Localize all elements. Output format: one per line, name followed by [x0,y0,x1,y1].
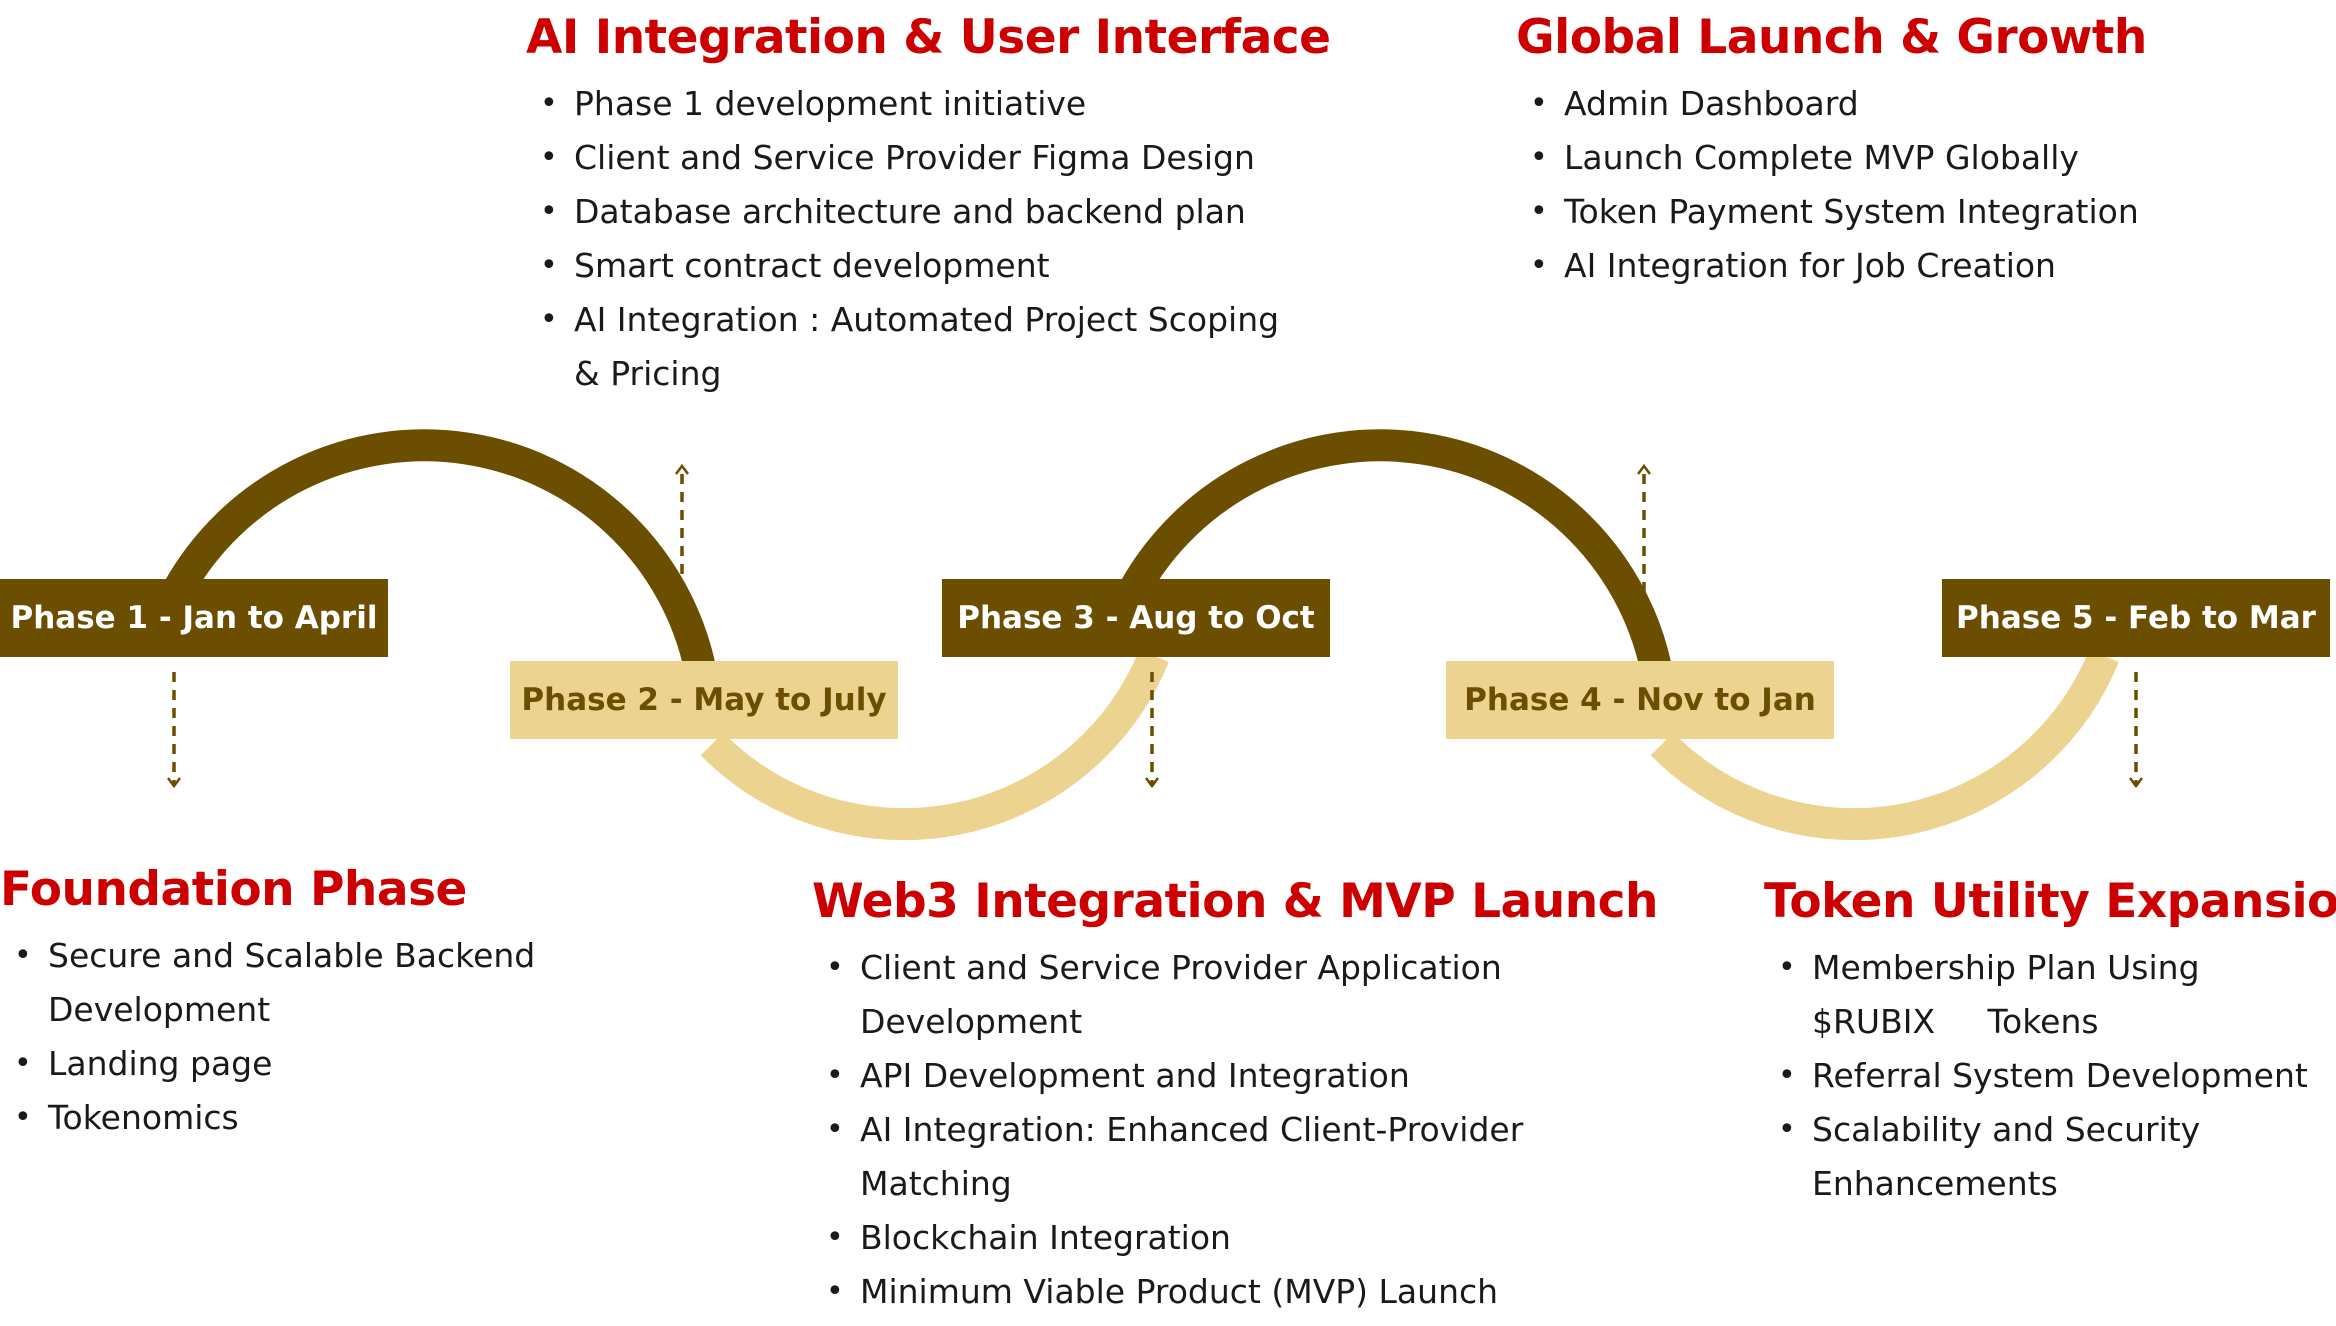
section-title: Foundation Phase [0,862,467,917]
arc-phase3-phase4 [1120,429,1672,672]
section-list: Admin Dashboard Launch Complete MVP Glob… [1516,77,2276,293]
phase-2-label: Phase 2 - May to July [510,661,898,739]
section-title: Global Launch & Growth [1516,10,2147,65]
list-item: Minimum Viable Product (MVP) Launch [812,1265,1552,1319]
list-item: Token Payment System Integration [1516,185,2276,239]
list-item: Phase 1 development initiative [526,77,1286,131]
section-web3-integration: Web3 Integration & MVP Launch Client and… [812,874,1658,1319]
section-list: Client and Service Provider Application … [812,941,1552,1319]
arc-phase2-phase3 [700,649,1169,841]
list-item: Blockchain Integration [812,1211,1552,1265]
section-title: AI Integration & User Interface [526,10,1331,65]
list-item: Secure and Scalable Backend Development [0,929,560,1037]
list-item: Launch Complete MVP Globally [1516,131,2276,185]
arc-phase1-phase2 [164,429,716,672]
phase-5-label: Phase 5 - Feb to Mar [1942,579,2330,657]
section-ai-integration: AI Integration & User Interface Phase 1 … [526,10,1331,401]
arc-phase4-phase5 [1650,649,2119,841]
list-item: Smart contract development [526,239,1286,293]
list-item: Landing page [0,1037,560,1091]
list-item: Membership Plan Using $RUBIX Tokens [1764,941,2324,1049]
section-list: Membership Plan Using $RUBIX Tokens Refe… [1764,941,2324,1211]
section-list: Secure and Scalable Backend Development … [0,929,560,1145]
list-item: AI Integration : Automated Project Scopi… [526,293,1286,401]
list-item: API Development and Integration [812,1049,1552,1103]
list-item: Scalability and Security Enhancements [1764,1103,2324,1211]
list-item: Admin Dashboard [1516,77,2276,131]
list-item: AI Integration: Enhanced Client-Provider… [812,1103,1552,1211]
list-item: Database architecture and backend plan [526,185,1286,239]
section-list: Phase 1 development initiative Client an… [526,77,1286,401]
section-global-launch: Global Launch & Growth Admin Dashboard L… [1516,10,2276,293]
list-item: AI Integration for Job Creation [1516,239,2276,293]
section-token-utility: Token Utility Expansion Membership Plan … [1764,874,2336,1211]
list-item: Client and Service Provider Figma Design [526,131,1286,185]
section-foundation: Foundation Phase Secure and Scalable Bac… [0,862,560,1145]
section-title: Web3 Integration & MVP Launch [812,874,1658,929]
list-item: Referral System Development [1764,1049,2324,1103]
list-item: Tokenomics [0,1091,560,1145]
list-item: Client and Service Provider Application … [812,941,1552,1049]
phase-1-label: Phase 1 - Jan to April [0,579,388,657]
phase-4-label: Phase 4 - Nov to Jan [1446,661,1834,739]
section-title: Token Utility Expansion [1764,874,2336,929]
phase-3-label: Phase 3 - Aug to Oct [942,579,1330,657]
